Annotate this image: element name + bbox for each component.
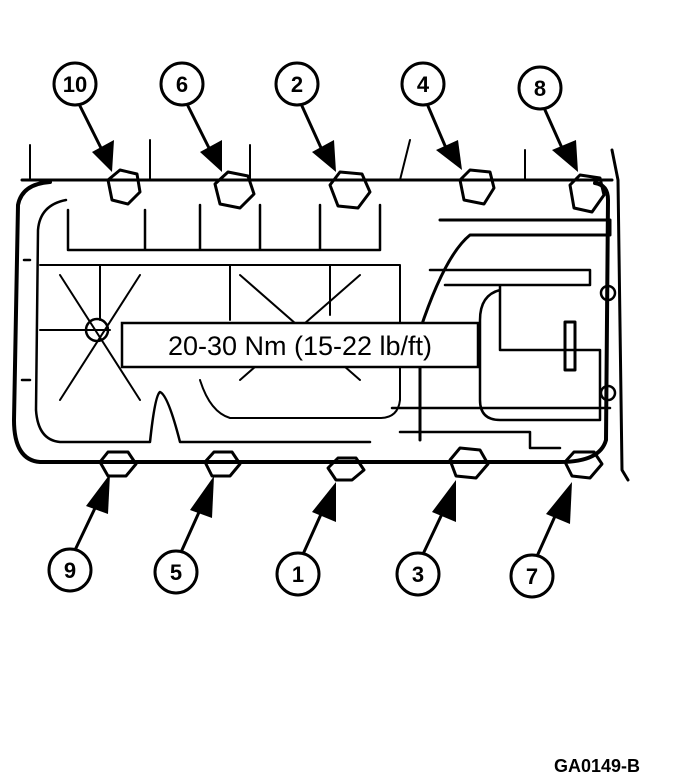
bolt-head xyxy=(98,450,138,478)
bolt-head xyxy=(326,456,366,482)
bolt-head xyxy=(328,170,372,210)
bolt-number-7: 7 xyxy=(526,564,538,589)
pan-rib-structure xyxy=(39,203,401,419)
callout-bolt-8: 8 xyxy=(517,65,578,172)
oil-pan-outline xyxy=(12,180,610,464)
bottom-bolt-heads xyxy=(98,446,604,482)
oil-pump-pickup xyxy=(390,218,617,450)
bolt-head xyxy=(213,170,256,210)
callout-bolt-7: 7 xyxy=(509,482,572,599)
bolt-number-2: 2 xyxy=(291,72,303,97)
engine-block-edge xyxy=(20,139,630,482)
bolt-head xyxy=(458,168,496,206)
callout-bolt-2: 2 xyxy=(274,61,336,172)
bolt-number-5: 5 xyxy=(170,560,182,585)
torque-spec-text: 20-30 Nm (15-22 lb/ft) xyxy=(168,331,432,361)
bolt-number-1: 1 xyxy=(292,562,304,587)
bottom-callouts: 9 5 1 3 7 xyxy=(47,474,572,599)
top-bolt-heads xyxy=(106,168,606,214)
callout-bolt-4: 4 xyxy=(400,61,462,170)
torque-spec-label: 20-30 Nm (15-22 lb/ft) xyxy=(120,321,480,369)
top-callouts: 10 6 2 4 8 xyxy=(52,61,578,172)
bolt-head xyxy=(448,446,490,480)
figure-code: GA0149-B xyxy=(554,756,640,776)
bolt-number-8: 8 xyxy=(534,76,546,101)
callout-bolt-5: 5 xyxy=(153,476,214,595)
callout-bolt-10: 10 xyxy=(52,61,114,172)
bolt-number-6: 6 xyxy=(176,72,188,97)
callout-bolt-6: 6 xyxy=(159,61,222,172)
bolt-number-3: 3 xyxy=(412,562,424,587)
callout-bolt-3: 3 xyxy=(395,480,456,597)
callout-bolt-1: 1 xyxy=(275,482,336,597)
bolt-head xyxy=(203,450,242,478)
callout-bolt-9: 9 xyxy=(47,474,110,593)
bolt-number-10: 10 xyxy=(63,72,87,97)
bolt-number-9: 9 xyxy=(64,558,76,583)
bolt-head xyxy=(106,168,142,206)
bolt-head xyxy=(568,173,606,214)
bolt-number-4: 4 xyxy=(417,72,430,97)
bolt-head xyxy=(563,450,604,480)
